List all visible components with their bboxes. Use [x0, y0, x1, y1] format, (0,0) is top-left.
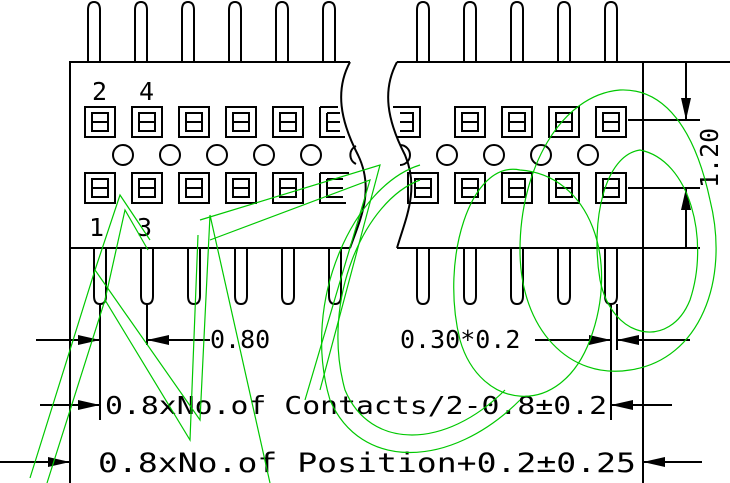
watermark-ring-inner — [596, 149, 699, 333]
body-break-left — [340, 61, 367, 249]
top-pin — [228, 0, 242, 62]
top-pin — [181, 0, 195, 62]
pin-label-3: 3 — [137, 213, 152, 242]
bottom-pin — [281, 248, 295, 306]
watermark-logo — [29, 89, 717, 483]
bottom-pin — [416, 248, 430, 306]
bottom-pin — [140, 248, 154, 306]
dimension-row-pitch: 1.20 — [695, 128, 724, 188]
top-pin — [275, 0, 289, 62]
bottom-pin — [557, 248, 571, 306]
dimension-position-length: 0.8xNo.of Position+0.2±0.25 — [98, 448, 636, 479]
pin-label-2: 2 — [92, 77, 107, 106]
contacts-bottom-row — [84, 172, 627, 204]
top-pin — [510, 0, 524, 62]
top-pin — [134, 0, 148, 62]
watermark-letter-o — [453, 168, 603, 397]
watermark-ring-large — [519, 89, 717, 372]
pin-label-4: 4 — [139, 77, 154, 106]
top-pin — [557, 0, 571, 62]
watermark-letter-n — [29, 214, 271, 483]
dimension-arrows — [48, 98, 691, 467]
alignment-holes — [112, 144, 599, 166]
bottom-pin — [510, 248, 524, 306]
bottom-pin — [463, 248, 477, 306]
watermark-stroke-k — [199, 164, 381, 401]
top-pin — [322, 0, 336, 62]
body-right-part — [397, 61, 644, 249]
bottom-pin — [187, 248, 201, 306]
top-pin — [416, 0, 430, 62]
top-pin — [87, 0, 101, 62]
pin-label-1: 1 — [89, 213, 104, 242]
watermark-letter-c — [321, 164, 521, 453]
bottom-pin — [604, 248, 618, 306]
body-left-part — [69, 61, 350, 249]
top-pins — [87, 0, 618, 62]
body-break-right — [387, 61, 413, 249]
watermark-letter-n-top — [94, 193, 151, 301]
contacts-top-row — [84, 106, 627, 138]
bottom-pin — [234, 248, 248, 306]
top-pin — [604, 0, 618, 62]
top-pin — [463, 0, 477, 62]
